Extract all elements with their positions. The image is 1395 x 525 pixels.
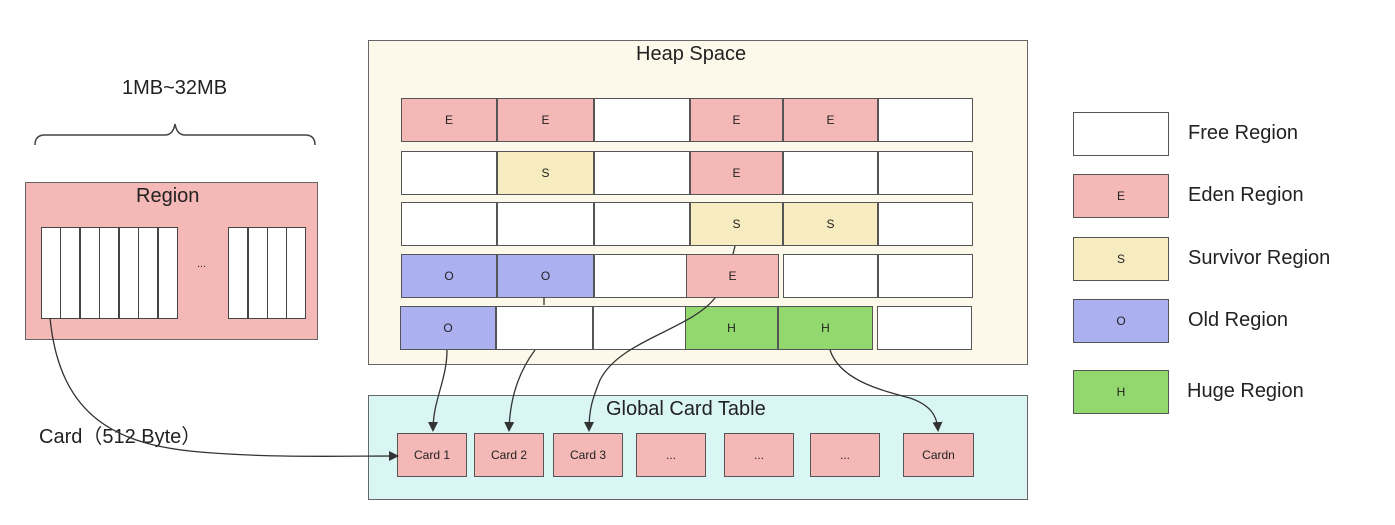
region-card-column xyxy=(99,227,119,319)
heap-cell: S xyxy=(497,151,594,195)
card-table-cell: Card 2 xyxy=(474,433,544,477)
heap-cell xyxy=(878,98,973,142)
heap-cell xyxy=(783,151,878,195)
legend-label-surv: Survivor Region xyxy=(1188,247,1331,269)
card-size-label: Card（512 Byte） xyxy=(39,426,202,448)
heap-cell: H xyxy=(685,306,778,350)
card-table-cell: ... xyxy=(810,433,880,477)
heap-cell: E xyxy=(783,98,878,142)
heap-cell xyxy=(593,306,686,350)
card-table-cell: Card 1 xyxy=(397,433,467,477)
heap-cell xyxy=(594,151,690,195)
region-card-column xyxy=(80,227,100,319)
heap-cell xyxy=(878,254,973,298)
region-card-column xyxy=(286,227,306,319)
heap-cell xyxy=(878,151,973,195)
region-card-column xyxy=(228,227,248,319)
heap-cell: S xyxy=(783,202,878,246)
heap-cell xyxy=(497,202,594,246)
region-card-column xyxy=(60,227,80,319)
heap-cell: E xyxy=(686,254,779,298)
heap-cell xyxy=(594,202,690,246)
legend-swatch-eden: E xyxy=(1073,174,1169,218)
legend-label-old: Old Region xyxy=(1188,309,1289,331)
heap-cell xyxy=(877,306,972,350)
legend-swatch-free xyxy=(1073,112,1169,156)
heap-cell: E xyxy=(690,151,783,195)
heap-space-title: Heap Space xyxy=(636,43,747,65)
heap-cell: E xyxy=(401,98,497,142)
card-table-cell: ... xyxy=(724,433,794,477)
legend-label-free: Free Region xyxy=(1188,122,1299,144)
region-card-column xyxy=(267,227,287,319)
legend-swatch-old: O xyxy=(1073,299,1169,343)
heap-cell: E xyxy=(497,98,594,142)
legend-swatch-huge: H xyxy=(1073,370,1169,414)
heap-cell: H xyxy=(778,306,873,350)
heap-cell: O xyxy=(400,306,496,350)
card-table-cell: ... xyxy=(636,433,706,477)
legend-label-eden: Eden Region xyxy=(1188,184,1304,206)
heap-cell xyxy=(401,202,497,246)
heap-cell: O xyxy=(401,254,497,298)
card-table-cell: Card 3 xyxy=(553,433,623,477)
region-card-column xyxy=(248,227,268,319)
heap-cell xyxy=(401,151,497,195)
region-card-column xyxy=(41,227,61,319)
region-card-column xyxy=(158,227,178,319)
heap-cell xyxy=(594,98,690,142)
region-card-column xyxy=(138,227,158,319)
legend-swatch-surv: S xyxy=(1073,237,1169,281)
region-size-label: 1MB~32MB xyxy=(122,77,228,99)
heap-cell xyxy=(878,202,973,246)
heap-cell xyxy=(496,306,593,350)
heap-cell xyxy=(594,254,690,298)
region-ellipsis: ... xyxy=(197,258,207,270)
heap-cell xyxy=(783,254,878,298)
global-card-table-title: Global Card Table xyxy=(606,398,766,420)
card-table-cell: Cardn xyxy=(903,433,974,477)
heap-cell: O xyxy=(497,254,594,298)
region-title: Region xyxy=(136,185,200,207)
heap-cell: E xyxy=(690,98,783,142)
region-card-column xyxy=(119,227,139,319)
legend-label-huge: Huge Region xyxy=(1187,380,1304,402)
heap-cell: S xyxy=(690,202,783,246)
